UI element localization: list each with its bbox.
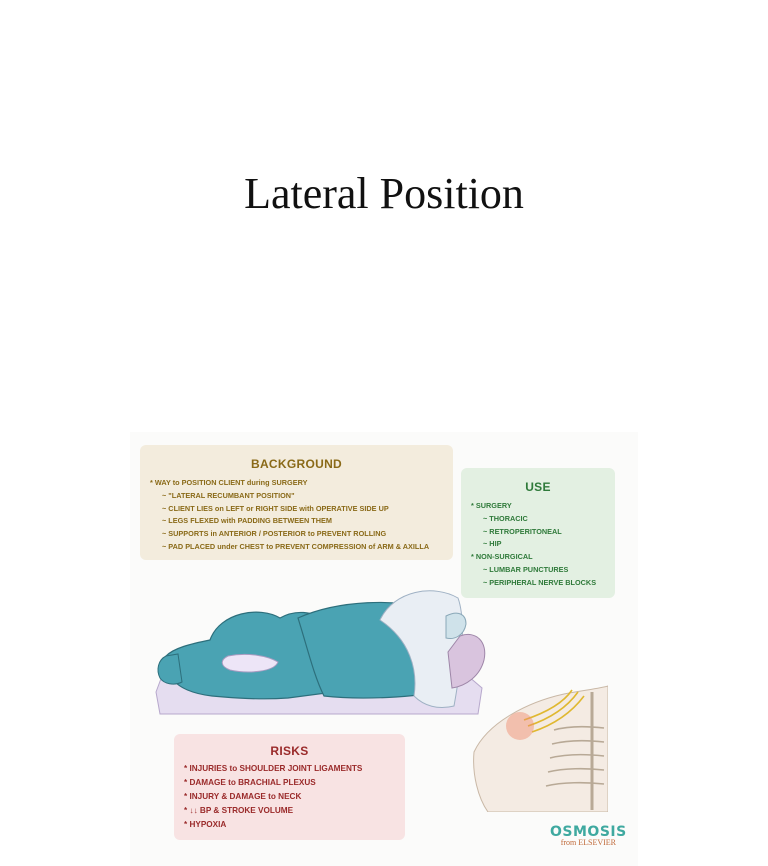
leg-padding xyxy=(221,653,279,673)
shoulder-anatomy-illustration xyxy=(473,685,608,812)
injury-highlight xyxy=(506,712,534,740)
shoulder-skin xyxy=(473,685,608,812)
lateral-position-illustration xyxy=(155,590,486,715)
list-item: ↓↓ BP & STROKE VOLUME xyxy=(184,804,405,818)
brachial-plexus xyxy=(523,689,585,733)
logo-wordmark: OSMOSIS xyxy=(550,824,627,840)
list-item: SURGERY xyxy=(471,500,615,513)
use-panel: USE SURGERY THORACIC RETROPERITONEAL HIP… xyxy=(461,468,615,598)
list-item: LUMBAR PUNCTURES xyxy=(471,564,615,577)
list-item: DAMAGE to BRACHIAL PLEXUS xyxy=(184,776,405,790)
background-list: WAY to POSITION CLIENT during SURGERY "L… xyxy=(140,477,453,554)
background-panel: BACKGROUND WAY to POSITION CLIENT during… xyxy=(140,445,453,560)
osmosis-logo: OSMOSIS from ELSEVIER xyxy=(550,824,627,847)
list-item: INJURIES to SHOULDER JOINT LIGAMENTS xyxy=(184,762,405,776)
surgical-drape xyxy=(379,590,463,709)
list-item: LEGS FLEXED with PADDING BETWEEN THEM xyxy=(150,515,453,528)
use-list: SURGERY THORACIC RETROPERITONEAL HIP NON… xyxy=(461,500,615,590)
risks-list: INJURIES to SHOULDER JOINT LIGAMENTS DAM… xyxy=(174,762,405,832)
list-item: WAY to POSITION CLIENT during SURGERY xyxy=(150,477,453,490)
list-item: SUPPORTS in ANTERIOR / POSTERIOR to PREV… xyxy=(150,528,453,541)
background-heading: BACKGROUND xyxy=(251,457,342,471)
list-item: HIP xyxy=(471,538,615,551)
use-heading: USE xyxy=(525,480,551,494)
head-pillow xyxy=(447,634,486,689)
rib-cage xyxy=(545,692,605,810)
risks-panel: RISKS INJURIES to SHOULDER JOINT LIGAMEN… xyxy=(174,734,405,840)
list-item: "LATERAL RECUMBANT POSITION" xyxy=(150,490,453,503)
list-item: CLIENT LIES on LEFT or RIGHT SIDE with O… xyxy=(150,503,453,516)
list-item: HYPOXIA xyxy=(184,818,405,832)
list-item: NON-SURGICAL xyxy=(471,551,615,564)
feet xyxy=(157,653,183,685)
list-item: RETROPERITONEAL xyxy=(471,526,615,539)
list-item: INJURY & DAMAGE to NECK xyxy=(184,790,405,804)
slide-title: Lateral Position xyxy=(244,169,524,218)
list-item: PERIPHERAL NERVE BLOCKS xyxy=(471,577,615,590)
logo-tagline: from ELSEVIER xyxy=(560,838,617,847)
risks-heading: RISKS xyxy=(270,744,309,758)
support-roll xyxy=(445,612,467,639)
list-item: PAD PLACED under CHEST to PREVENT COMPRE… xyxy=(150,541,453,554)
infographic: BACKGROUND WAY to POSITION CLIENT during… xyxy=(130,432,638,866)
list-item: THORACIC xyxy=(471,513,615,526)
